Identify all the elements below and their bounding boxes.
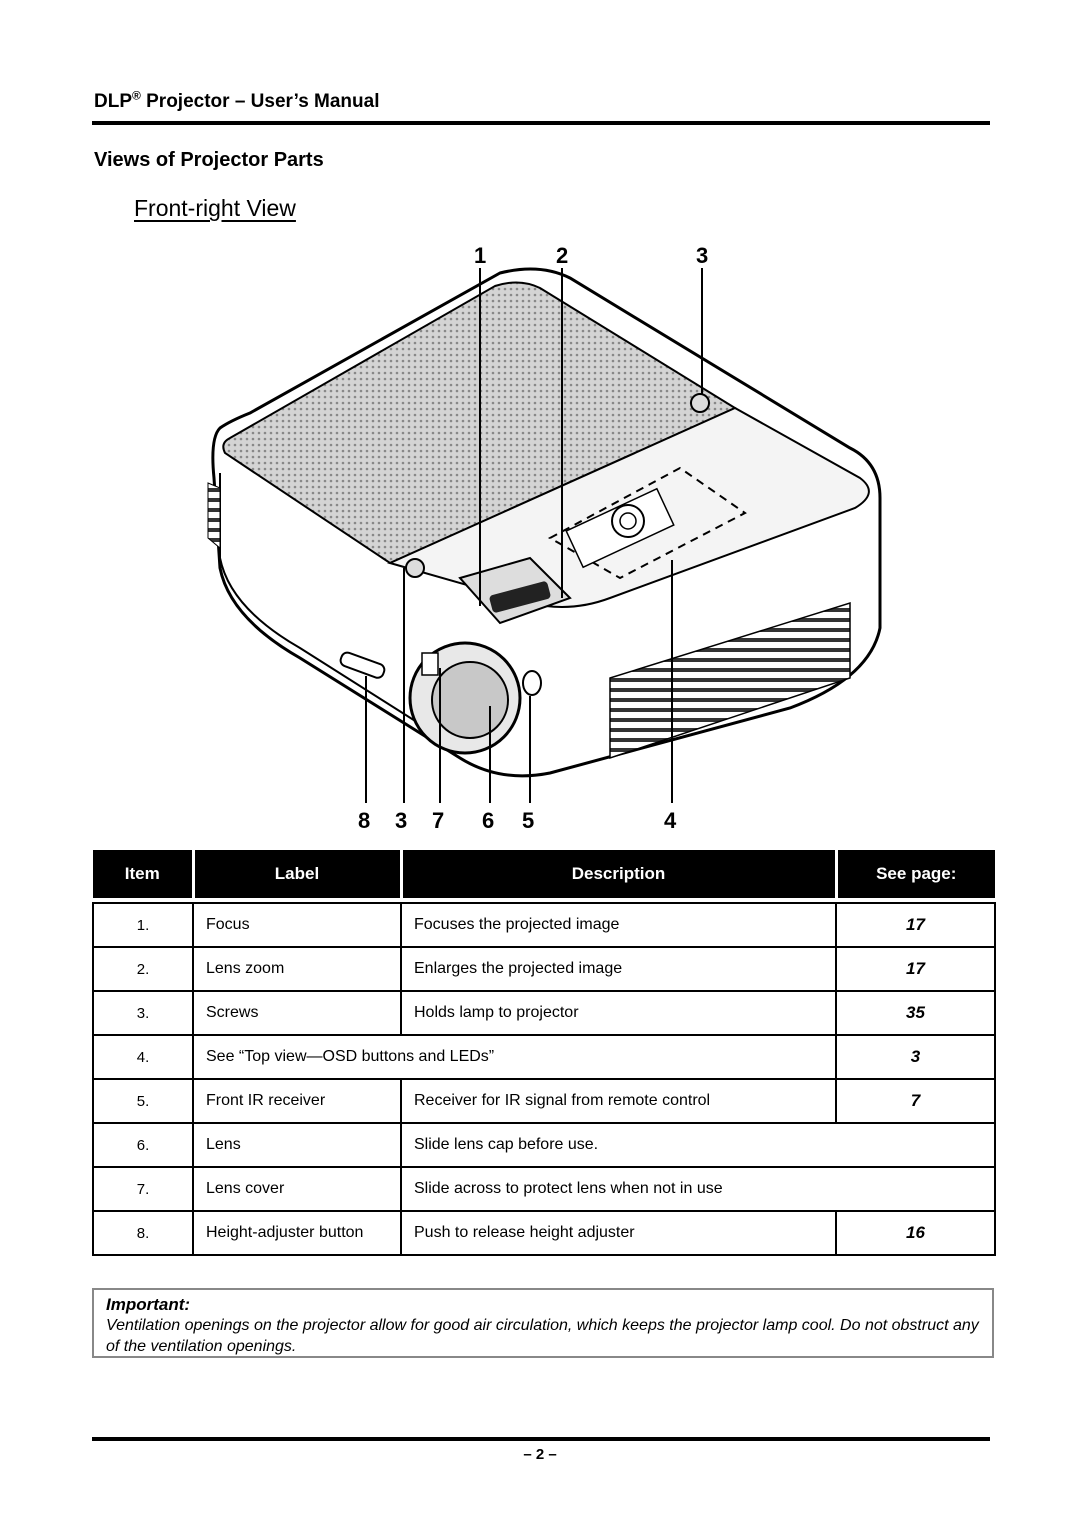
- item-description: Receiver for IR signal from remote contr…: [400, 1078, 837, 1124]
- item-number: 4.: [92, 1034, 194, 1080]
- item-description: Holds lamp to projector: [400, 990, 837, 1036]
- item-number: 8.: [92, 1210, 194, 1256]
- callout-2: 2: [556, 243, 568, 268]
- callout-4: 4: [664, 808, 677, 833]
- item-description: Slide across to protect lens when not in…: [400, 1166, 996, 1212]
- item-label: Lens zoom: [192, 946, 402, 992]
- table-row: 1. Focus Focuses the projected image 17: [92, 902, 996, 948]
- item-page: 35: [835, 990, 996, 1036]
- header-brand: DLP: [94, 91, 132, 112]
- column-header-item: Item: [93, 850, 195, 898]
- important-text: Ventilation openings on the projector al…: [106, 1317, 979, 1355]
- column-header-description: Description: [401, 850, 838, 898]
- item-number: 3.: [92, 990, 194, 1036]
- registered-mark: ®: [132, 88, 141, 103]
- item-number: 7.: [92, 1166, 194, 1212]
- page-number: – 2 –: [523, 1446, 557, 1463]
- item-label: Focus: [192, 902, 402, 948]
- item-page: 17: [835, 946, 996, 992]
- header-divider: [92, 121, 990, 125]
- item-page: 17: [835, 902, 996, 948]
- table-header-row: Item Label Description See page:: [93, 850, 995, 898]
- header-title: Projector – User’s Manual: [140, 91, 380, 112]
- callout-8: 8: [358, 808, 370, 833]
- projector-illustration: 1 2 3 8 3 7 6 5 4: [207, 243, 882, 833]
- page-header: DLP® Projector – User’s Manual: [94, 88, 990, 113]
- table-row: 5. Front IR receiver Receiver for IR sig…: [92, 1078, 996, 1124]
- item-number: 1.: [92, 902, 194, 948]
- item-number: 2.: [92, 946, 194, 992]
- table-row: 2. Lens zoom Enlarges the projected imag…: [92, 946, 996, 992]
- item-description: Slide lens cap before use.: [400, 1122, 996, 1168]
- table-row: 4. See “Top view—OSD buttons and LEDs” 3: [92, 1034, 996, 1080]
- important-note: Important: Ventilation openings on the p…: [92, 1288, 994, 1358]
- column-header-label: Label: [193, 850, 403, 898]
- item-number: 5.: [92, 1078, 194, 1124]
- callout-6: 6: [482, 808, 494, 833]
- callout-7: 7: [432, 808, 444, 833]
- table-row: 3. Screws Holds lamp to projector 35: [92, 990, 996, 1036]
- item-number: 6.: [92, 1122, 194, 1168]
- item-label: Screws: [192, 990, 402, 1036]
- callout-3-top: 3: [696, 243, 708, 268]
- callout-5: 5: [522, 808, 534, 833]
- parts-table: Item Label Description See page: 1. Focu…: [92, 850, 996, 1256]
- important-title: Important:: [106, 1295, 191, 1314]
- item-page: 7: [835, 1078, 996, 1124]
- item-label: See “Top view—OSD buttons and LEDs”: [192, 1034, 837, 1080]
- item-description: Enlarges the projected image: [400, 946, 837, 992]
- column-header-see-page: See page:: [836, 850, 995, 898]
- callout-1: 1: [474, 243, 486, 268]
- item-label: Height-adjuster button: [192, 1210, 402, 1256]
- item-label: Lens cover: [192, 1166, 402, 1212]
- subsection-title: Front-right View: [134, 195, 296, 221]
- projector-diagram: 1 2 3 8 3 7 6 5 4: [190, 238, 910, 838]
- item-label: Lens: [192, 1122, 402, 1168]
- item-page: 3: [835, 1034, 996, 1080]
- table-row: 7. Lens cover Slide across to protect le…: [92, 1166, 996, 1212]
- callout-3-bottom: 3: [395, 808, 407, 833]
- section-title: Views of Projector Parts: [94, 149, 324, 171]
- item-description: Focuses the projected image: [400, 902, 837, 948]
- table-row: 6. Lens Slide lens cap before use.: [92, 1122, 996, 1168]
- item-label: Front IR receiver: [192, 1078, 402, 1124]
- footer-divider: [92, 1437, 990, 1441]
- item-description: Push to release height adjuster: [400, 1210, 837, 1256]
- table-row: 8. Height-adjuster button Push to releas…: [92, 1210, 996, 1256]
- item-page: 16: [835, 1210, 996, 1256]
